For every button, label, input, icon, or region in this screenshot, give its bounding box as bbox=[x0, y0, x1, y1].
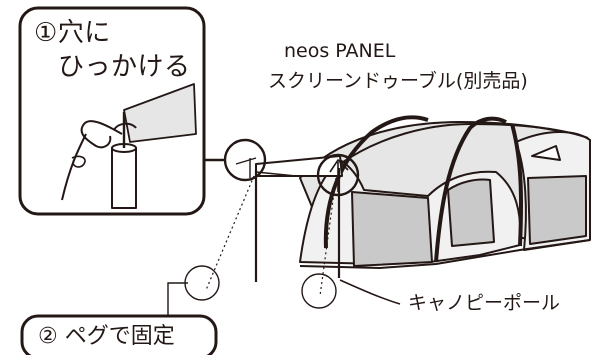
tent-ridge bbox=[339, 123, 589, 165]
hook-step-action: ひっかける bbox=[58, 52, 191, 82]
tent-end-vent bbox=[531, 145, 561, 161]
pole-label-leader bbox=[339, 279, 401, 305]
tent-mesh-panel bbox=[351, 191, 433, 267]
detail-circle-peg-left bbox=[184, 265, 220, 301]
tent-end-mesh bbox=[527, 175, 587, 245]
peg-step-label: ② ペグで固定 bbox=[38, 324, 175, 349]
detail-circle-pole-top bbox=[316, 153, 360, 197]
tent-ground-line bbox=[299, 239, 591, 269]
tent-arch-middle bbox=[434, 116, 507, 263]
hook-callout-box bbox=[18, 6, 206, 216]
hook-fabric bbox=[123, 83, 197, 143]
product-subtitle: スクリーンドゥーブル(別売品) bbox=[268, 70, 528, 92]
hook-detail-drawing bbox=[61, 83, 197, 209]
guy-lines bbox=[205, 175, 337, 297]
tent-side-window bbox=[447, 178, 495, 247]
hook-rope-knot bbox=[71, 155, 86, 168]
callout-connectors bbox=[167, 158, 225, 316]
tent-arch-rear bbox=[510, 123, 524, 247]
tent-arch-front bbox=[323, 115, 429, 249]
tent bbox=[299, 115, 591, 269]
canopy-panel bbox=[255, 155, 343, 177]
hook-pole bbox=[111, 147, 137, 209]
guy-line-left bbox=[205, 175, 255, 291]
connector-bottom bbox=[167, 282, 188, 316]
canopy-poles bbox=[254, 168, 341, 282]
detail-circle-peg-right bbox=[301, 273, 337, 309]
peg-callout-frame bbox=[20, 314, 218, 355]
hook-step-title: ①穴に bbox=[34, 18, 111, 48]
detail-circle-hook bbox=[223, 138, 267, 182]
product-name: neos PANEL bbox=[284, 40, 396, 62]
canopy-edge bbox=[255, 171, 342, 177]
hook-callout-frame bbox=[18, 6, 206, 216]
canopy-pole-label: キャノピーポール bbox=[408, 292, 561, 314]
detail-pole-top-mark bbox=[329, 158, 349, 192]
detail-hook-mark bbox=[235, 157, 257, 178]
